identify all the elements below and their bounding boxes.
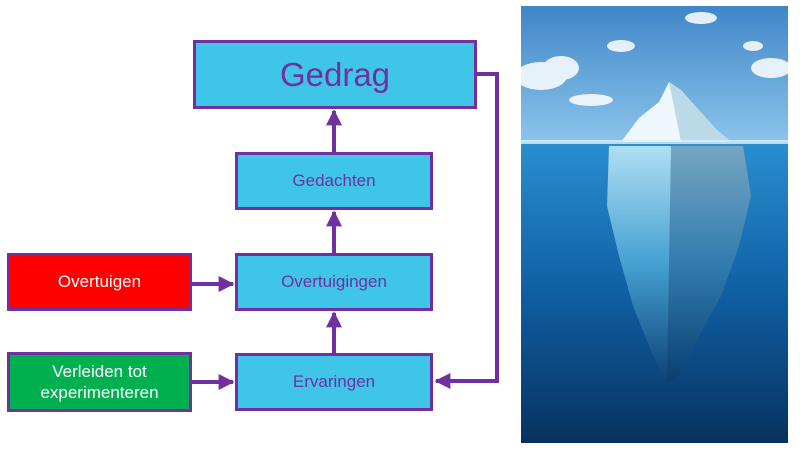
node-gedachten: Gedachten xyxy=(235,152,433,210)
node-overtuigen-label: Overtuigen xyxy=(57,272,142,291)
node-verleiden: Verleiden tot experimenteren xyxy=(7,352,192,412)
node-overtuigingen-label: Overtuigingen xyxy=(281,272,387,291)
iceberg-photo xyxy=(521,6,788,443)
node-ervaringen: Ervaringen xyxy=(235,353,433,411)
node-gedrag: Gedrag xyxy=(193,40,477,109)
arrow-gedrag-to-ervaringen xyxy=(434,72,499,389)
node-overtuigen: Overtuigen xyxy=(7,253,192,311)
node-gedrag-label: Gedrag xyxy=(279,55,391,93)
node-overtuigingen: Overtuigingen xyxy=(235,253,433,311)
node-gedachten-label: Gedachten xyxy=(292,171,376,190)
node-ervaringen-label: Ervaringen xyxy=(292,372,376,391)
node-verleiden-label: Verleiden tot experimenteren xyxy=(40,362,159,402)
